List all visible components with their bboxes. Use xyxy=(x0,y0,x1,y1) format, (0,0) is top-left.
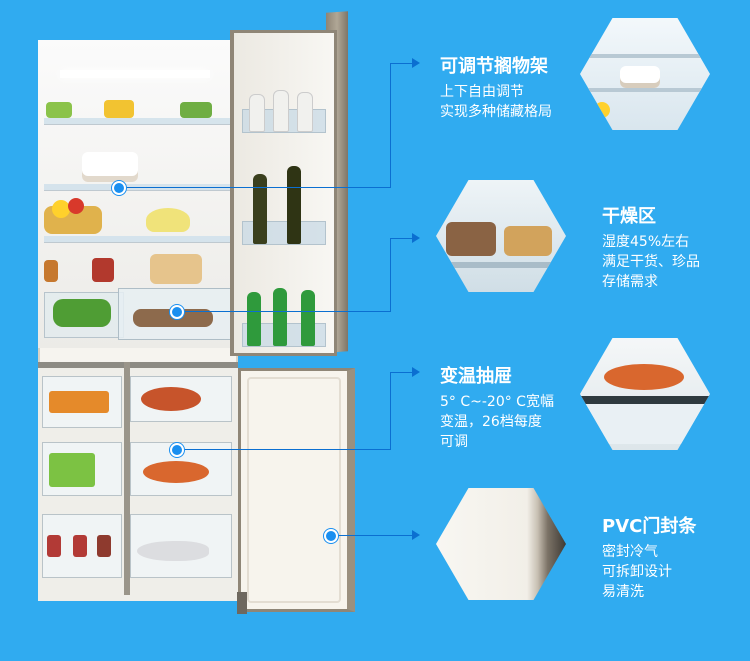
callout-line xyxy=(176,311,390,312)
milk-bottle xyxy=(297,92,313,132)
crisper-drawer xyxy=(44,292,124,338)
feature-desc-line: 密封冷气 xyxy=(602,544,658,560)
vegetables xyxy=(53,299,111,327)
feature-desc-line: 变温，26档每度 xyxy=(440,414,542,430)
food-container xyxy=(104,100,134,118)
fruit xyxy=(68,198,84,214)
snack-bag xyxy=(150,254,202,284)
feature-desc-line: 上下自由调节 xyxy=(440,84,524,100)
feature-title-door-seal: PVC门封条 xyxy=(602,516,697,537)
variable-temp-detail-image xyxy=(580,338,710,450)
callout-arrow-icon xyxy=(412,530,420,540)
wine-bottle xyxy=(253,174,267,244)
upper-right-door xyxy=(230,30,337,356)
fridge-upper-compartment xyxy=(38,40,238,348)
variable-temp-drawer-1 xyxy=(130,376,232,422)
drawer-divider xyxy=(124,362,130,595)
feature-title-shelf: 可调节搁物架 xyxy=(440,56,548,77)
wine-bottle xyxy=(287,166,301,244)
ice-cream-cup xyxy=(97,535,111,557)
callout-arrow-icon xyxy=(412,367,420,377)
packaged-food xyxy=(49,391,109,413)
food-container xyxy=(46,102,72,118)
melon xyxy=(146,208,190,232)
feature-desc-line: 实现多种储藏格局 xyxy=(440,104,552,120)
ice-cream-cup xyxy=(47,535,61,557)
door-bin-1 xyxy=(242,90,326,133)
shelf-1 xyxy=(44,118,232,125)
feature-desc-line: 易清洗 xyxy=(602,584,644,600)
roast-chicken xyxy=(141,387,201,411)
callout-arrow-icon xyxy=(412,58,420,68)
callout-line xyxy=(390,238,391,312)
fruit xyxy=(52,200,70,218)
feature-desc-line: 满足干货、珍品 xyxy=(602,254,700,270)
jar xyxy=(44,260,58,282)
callout-dot-icon xyxy=(170,443,184,457)
callout-dot-icon xyxy=(112,181,126,195)
feature-desc-shelf: 上下自由调节 实现多种储藏格局 xyxy=(440,82,552,122)
ice-cream-box xyxy=(49,453,95,487)
fish xyxy=(137,541,209,561)
freezer-drawer-left-1 xyxy=(42,376,122,428)
green-bottle xyxy=(247,292,261,346)
lower-right-door xyxy=(238,368,355,612)
variable-temp-drawer-3 xyxy=(130,514,232,578)
door-bin-2 xyxy=(242,166,326,245)
callout-line xyxy=(390,372,391,450)
jar xyxy=(92,258,114,282)
callout-line xyxy=(118,187,390,188)
feature-desc-line: 5° C~-20° C宽幅 xyxy=(440,394,554,410)
green-bottle xyxy=(301,290,315,346)
shelf-detail-image xyxy=(580,18,710,130)
callout-line xyxy=(390,63,391,188)
feature-title-dry-zone: 干燥区 xyxy=(602,206,656,227)
food-container xyxy=(180,102,212,118)
fridge-body xyxy=(38,40,238,601)
green-bottle xyxy=(273,288,287,346)
milk-bottle xyxy=(273,90,289,132)
shelf-3 xyxy=(44,236,232,243)
crab xyxy=(143,461,209,483)
variable-temp-drawer-2 xyxy=(130,442,232,496)
interior-light xyxy=(60,70,210,78)
callout-line xyxy=(330,535,416,536)
feature-desc-line: 存储需求 xyxy=(602,274,658,290)
dry-zone-detail-image xyxy=(436,180,566,292)
milk-bottle xyxy=(249,94,265,132)
callout-arrow-icon xyxy=(412,233,420,243)
callout-line xyxy=(390,63,414,64)
callout-line xyxy=(390,372,414,373)
cake xyxy=(82,152,138,182)
callout-line xyxy=(390,238,414,239)
door-hinge xyxy=(237,592,247,614)
feature-desc-line: 可拆卸设计 xyxy=(602,564,672,580)
ice-cream-cup xyxy=(73,535,87,557)
freezer-drawer-left-3 xyxy=(42,514,122,578)
feature-desc-variable-temp: 5° C~-20° C宽幅 变温，26档每度 可调 xyxy=(440,392,554,452)
freezer-drawer-left-2 xyxy=(42,442,122,496)
feature-desc-line: 可调 xyxy=(440,434,468,450)
door-bin-3 xyxy=(242,288,326,347)
feature-desc-dry-zone: 湿度45%左右 满足干货、珍品 存储需求 xyxy=(602,232,700,292)
callout-line xyxy=(176,449,390,450)
callout-dot-icon xyxy=(324,529,338,543)
feature-desc-line: 湿度45%左右 xyxy=(602,234,690,250)
callout-dot-icon xyxy=(170,305,184,319)
door-seal-detail-image xyxy=(436,488,566,600)
feature-desc-door-seal: 密封冷气 可拆卸设计 易清洗 xyxy=(602,542,672,602)
feature-title-variable-temp: 变温抽屉 xyxy=(440,366,512,387)
